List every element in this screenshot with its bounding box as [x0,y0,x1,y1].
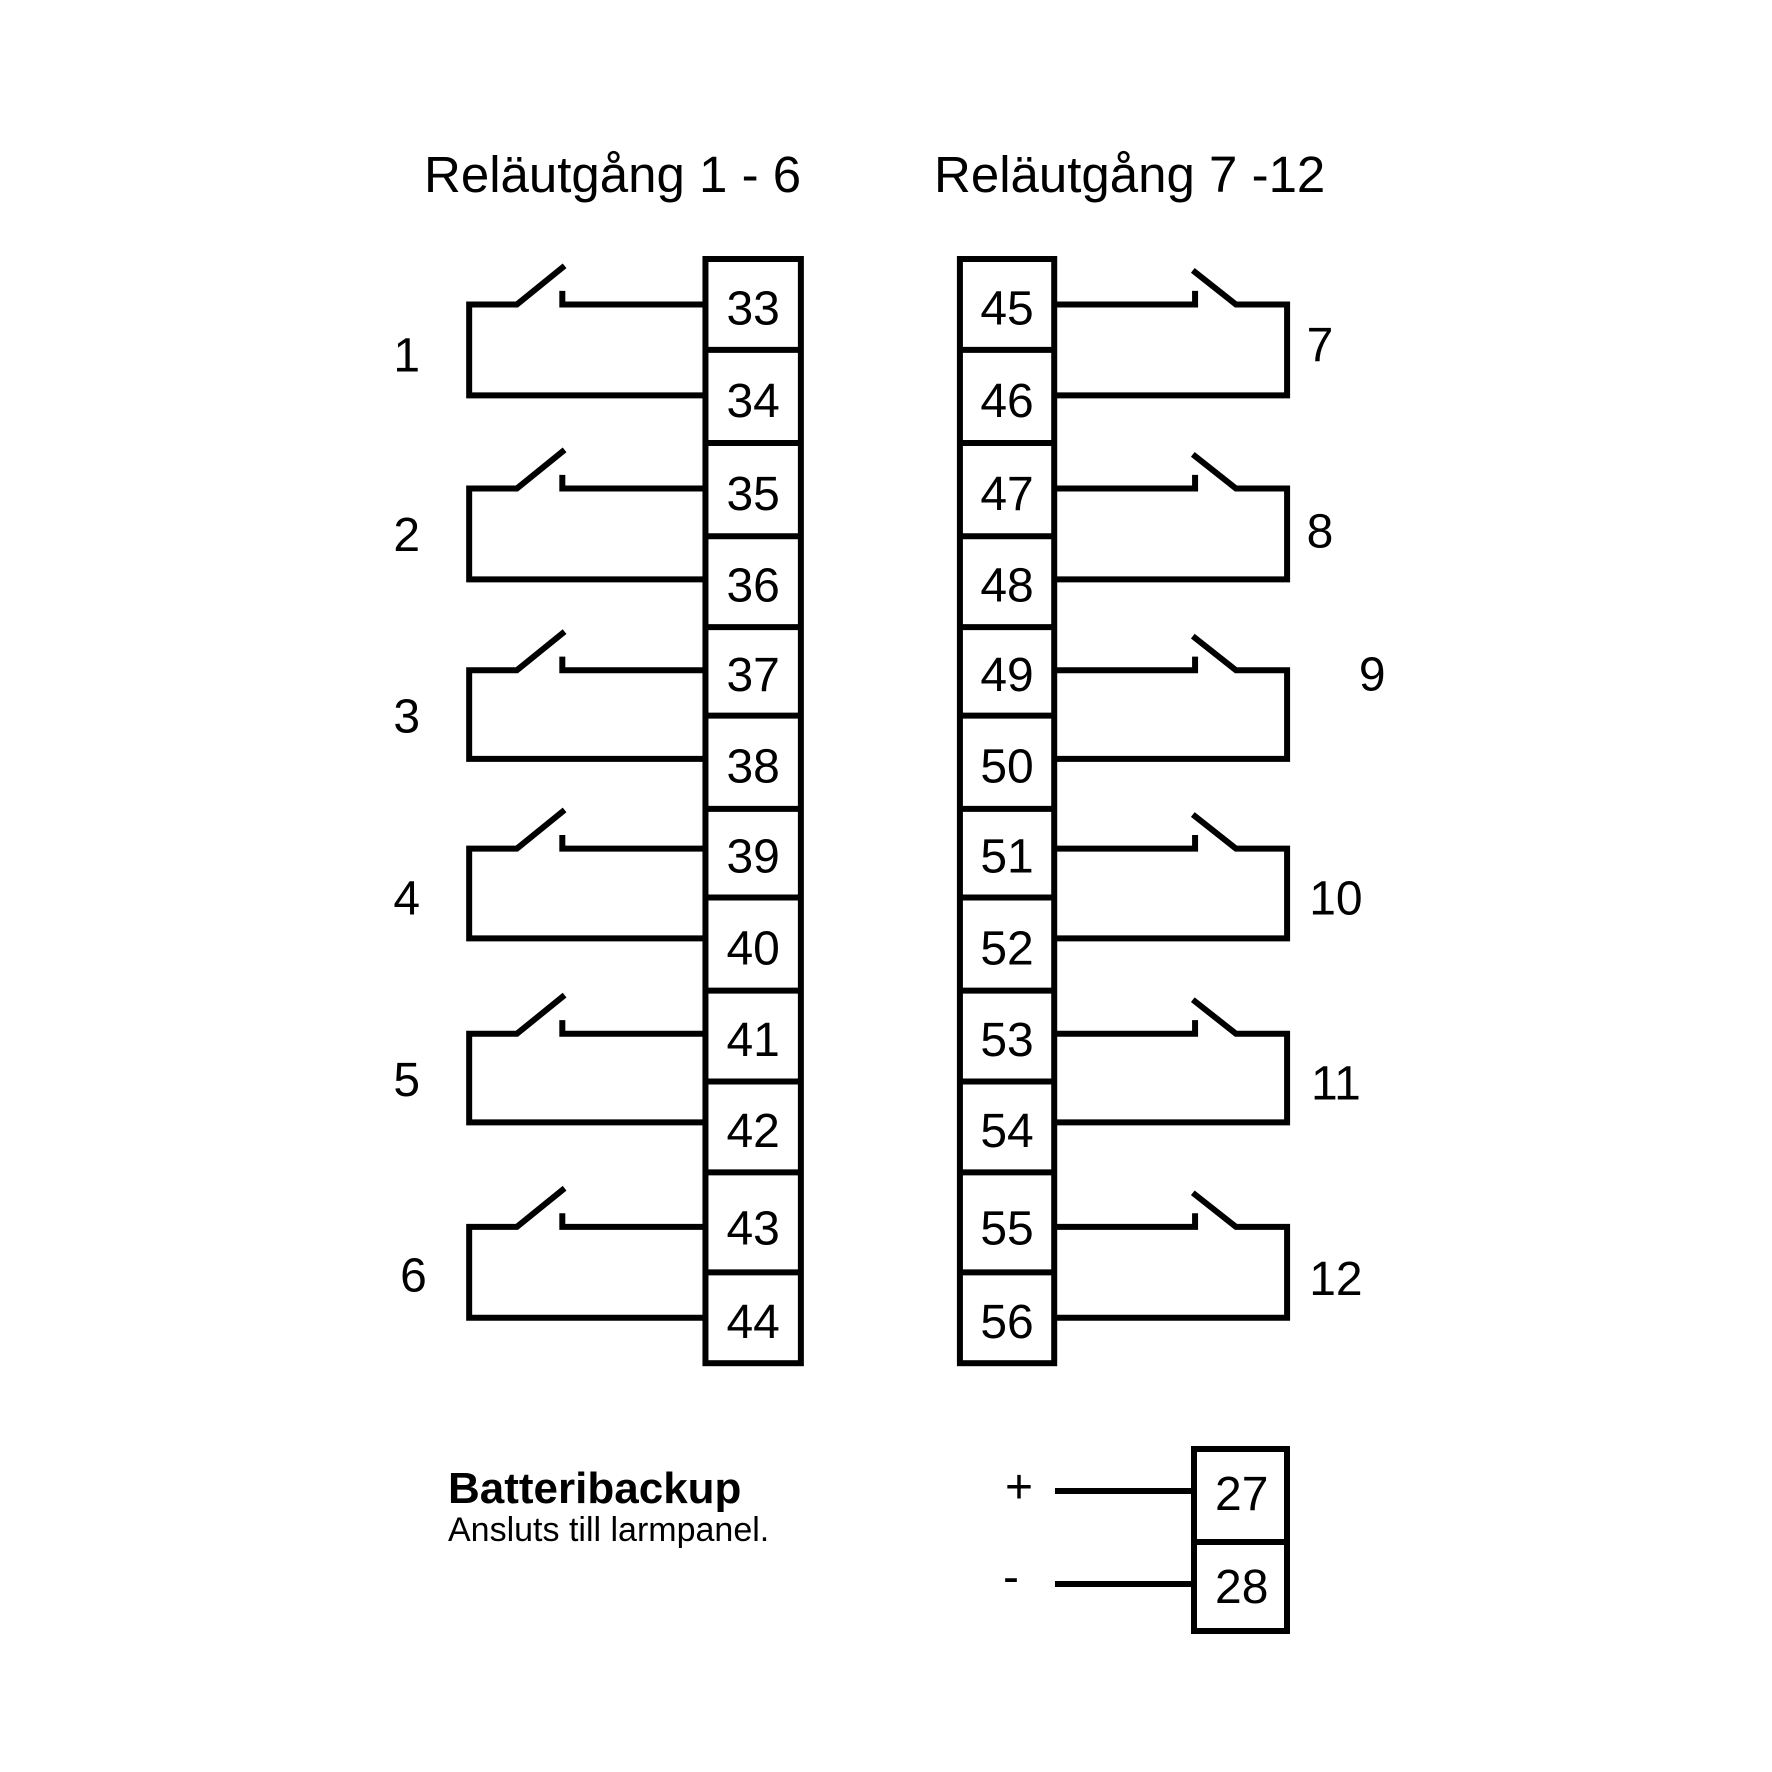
relay-contact [1054,1020,1199,1037]
relay-label-8: 8 [1307,506,1334,559]
relay-label-4: 4 [393,872,420,925]
relay-contact [1054,474,1199,492]
terminal-42: 42 [726,1105,779,1158]
relay-label-2: 2 [393,509,420,562]
terminal-45: 45 [980,282,1033,335]
relay-circuit-11: 11 [1054,997,1361,1126]
relay-contact [1054,656,1199,674]
relay-contact [559,656,706,674]
terminal-43: 43 [726,1202,779,1255]
relay-label-11: 11 [1311,1058,1361,1111]
relay-label-1: 1 [393,329,420,382]
terminal-36: 36 [726,560,779,613]
relay-wire [466,263,706,399]
relay-label-12: 12 [1309,1253,1362,1306]
relay-contact [1054,290,1199,308]
terminal-34: 34 [726,375,779,428]
relay-circuit-6: 6 [400,1185,706,1321]
terminal-41: 41 [726,1014,779,1067]
terminal-48: 48 [980,560,1033,613]
relay-contact [559,834,706,852]
relay-wire [1054,812,1291,942]
relay-circuit-12: 12 [1054,1190,1363,1321]
relay-wire [466,1185,706,1321]
relay-wire [466,992,706,1126]
terminal-33: 33 [726,282,779,335]
relay-contact [559,1020,706,1037]
relay-contact [1054,834,1199,852]
terminal-53: 53 [980,1014,1033,1067]
relay-circuit-8: 8 [1054,452,1334,583]
relay-wire [1054,268,1291,399]
relay-circuit-2: 2 [393,447,706,583]
terminal-46: 46 [980,375,1033,428]
relay-label-6: 6 [400,1250,427,1303]
relay-circuit-10: 10 [1054,812,1363,942]
heading-relay-outputs-1-6: Reläutgång 1 - 6 [424,146,801,203]
terminal-47: 47 [980,468,1033,521]
terminal-49: 49 [980,649,1033,702]
relay-label-7: 7 [1307,319,1334,372]
terminal-37: 37 [726,649,779,702]
terminal-54: 54 [980,1105,1033,1158]
relay-circuit-3: 3 [393,629,706,762]
relay-wire [1054,1190,1291,1321]
terminal-44: 44 [726,1296,779,1349]
relay-wire [1054,997,1291,1126]
relay-circuit-1: 1 [393,263,706,399]
relay-label-3: 3 [393,691,420,744]
terminal-51: 51 [980,831,1033,884]
right-terminal-block: 45 46 47 48 49 50 51 52 53 54 55 56 [956,256,1058,1367]
relay-wire [466,807,706,942]
left-relay-circuits: 1 2 3 4 5 6 [393,263,706,1321]
relay-wire [466,447,706,583]
relay-circuit-9: 9 [1054,633,1386,762]
relay-label-5: 5 [393,1054,420,1107]
terminal-39: 39 [726,831,779,884]
battery-terminal-27: 27 [1215,1468,1268,1521]
terminal-52: 52 [980,923,1033,976]
right-relay-circuits: 7 8 9 10 11 12 [1054,268,1386,1321]
battery-subtitle: Ansluts till larmpanel. [448,1511,769,1549]
relay-wire [1054,452,1291,583]
relay-contact [559,474,706,492]
relay-label-10: 10 [1309,872,1362,925]
relay-label-9: 9 [1359,649,1386,702]
battery-minus-label: - [1003,1551,1019,1604]
terminal-50: 50 [980,741,1033,794]
relay-circuit-7: 7 [1054,268,1334,399]
relay-wire [1054,633,1291,762]
relay-contact [559,290,706,308]
heading-relay-outputs-7-12: Reläutgång 7 -12 [934,146,1325,203]
relay-circuit-5: 5 [393,992,706,1126]
left-terminal-block: 33 34 35 36 37 38 39 40 41 42 43 44 [702,256,804,1367]
battery-plus-label: + [1005,1461,1033,1514]
relay-contact [1054,1213,1199,1230]
terminal-35: 35 [726,468,779,521]
battery-title: Batteribackup [448,1464,741,1513]
battery-backup-section: Batteribackup Ansluts till larmpanel. + … [448,1446,1290,1634]
relay-wire [466,629,706,762]
battery-terminal-28: 28 [1215,1561,1268,1614]
terminal-38: 38 [726,741,779,794]
relay-circuit-4: 4 [393,807,706,942]
terminal-40: 40 [726,923,779,976]
terminal-56: 56 [980,1296,1033,1349]
relay-contact [559,1213,706,1230]
terminal-55: 55 [980,1202,1033,1255]
